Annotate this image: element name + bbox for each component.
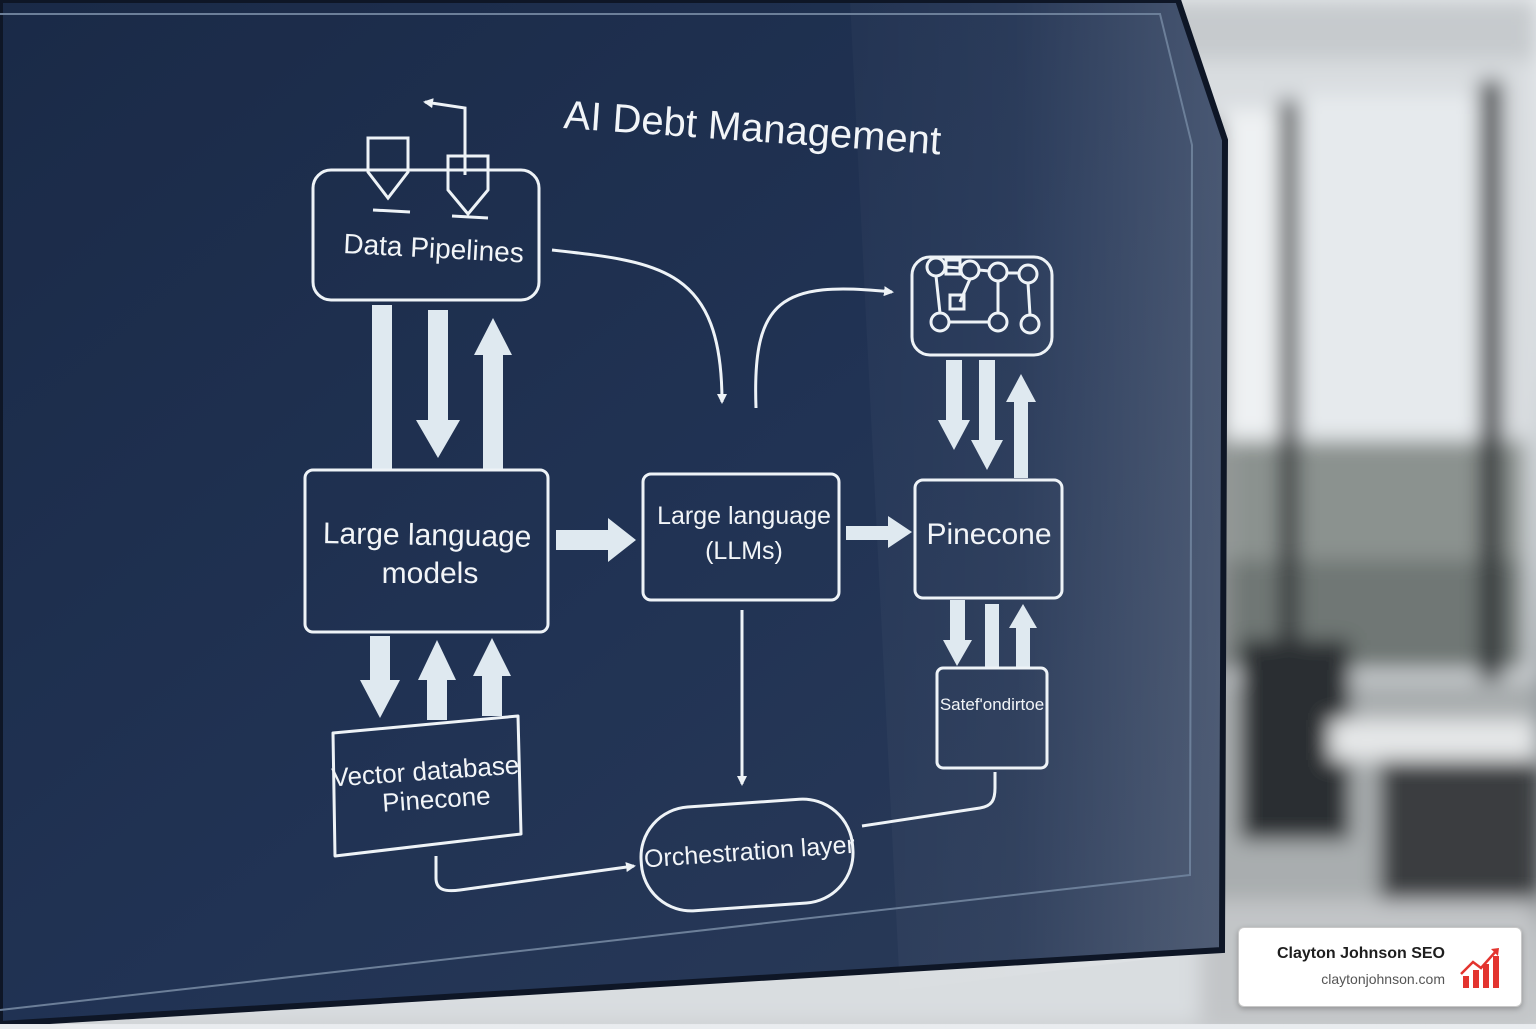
bar-connector-1	[372, 305, 392, 470]
bar-connector-2	[985, 604, 999, 668]
up-arrow-4	[418, 640, 456, 720]
safety-box-label: Satef'ondirtoe	[940, 695, 1044, 714]
down-arrow-5	[360, 636, 400, 718]
llm-left-label-1: Large language	[323, 517, 532, 554]
curve-arrow-1	[551, 248, 727, 404]
llm-center-label-2: (LLMs)	[705, 537, 783, 565]
pinecone-right-box	[913, 478, 1064, 600]
loop-arrow-icon	[423, 98, 467, 175]
rising-bar-chart-icon	[1459, 946, 1503, 990]
connector-line-right	[861, 772, 997, 828]
up-arrow-1	[474, 318, 512, 470]
funnel-left-icon	[366, 136, 410, 201]
curve-arrow-2	[754, 286, 894, 409]
llm-left-box	[303, 468, 550, 634]
right-arrow-2	[846, 516, 912, 548]
network-icon	[925, 256, 1041, 335]
right-arrow-1	[556, 518, 636, 562]
brand-badge: Clayton Johnson SEO claytonjohnson.com	[1238, 927, 1522, 1007]
orchestration-box	[639, 797, 855, 913]
safety-box	[935, 666, 1049, 770]
pinecone-right-label: Pinecone	[926, 518, 1051, 551]
data-pipelines-box	[311, 168, 541, 302]
down-arrow-2	[938, 360, 970, 450]
network-box	[910, 255, 1054, 357]
up-arrow-2	[1006, 374, 1036, 478]
llm-left-label-2: models	[382, 557, 479, 590]
up-arrow-5	[473, 638, 511, 716]
vector-db-box	[331, 714, 523, 858]
down-arrow-4	[943, 600, 972, 666]
elbow-arrow-1	[434, 856, 636, 893]
screen-bezel	[0, 0, 1229, 1024]
llm-center-box	[641, 472, 841, 602]
screen-inner-frame	[0, 13, 1194, 1011]
brand-name: Clayton Johnson SEO	[1276, 945, 1445, 962]
brand-url: claytonjohnson.com	[1321, 971, 1445, 987]
down-arrow-3	[971, 360, 1003, 470]
up-arrow-3	[1009, 604, 1037, 668]
screen-glare	[700, 0, 1225, 990]
funnel-right-icon	[446, 154, 490, 217]
down-arrow-1	[416, 310, 460, 458]
llm-center-label-1: Large language	[657, 502, 831, 530]
